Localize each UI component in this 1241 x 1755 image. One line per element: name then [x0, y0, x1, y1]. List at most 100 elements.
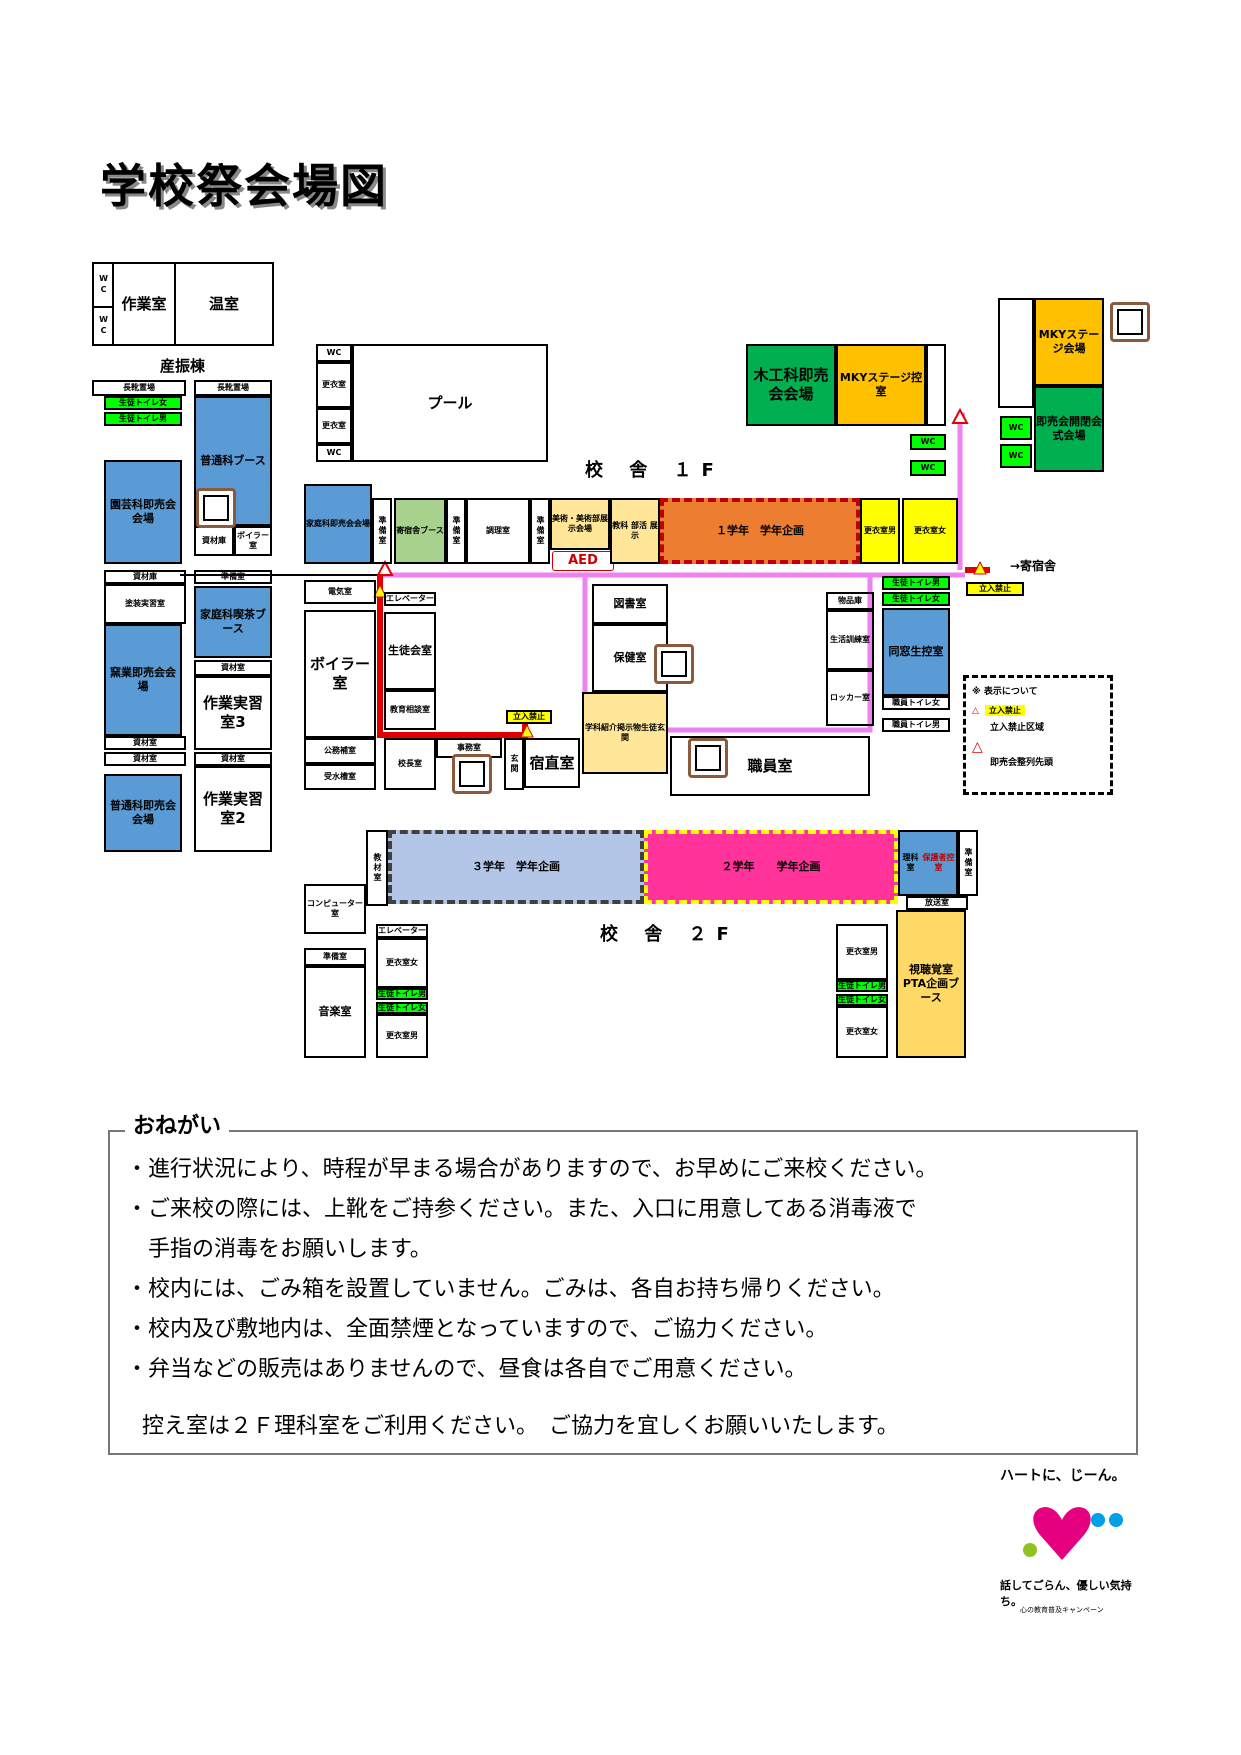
- room-mky-stage: MKYステージ会場: [1034, 298, 1104, 386]
- room-junbi-4: 準備室: [530, 498, 550, 564]
- room-seikatsu-kunren: 生活訓練室: [826, 610, 874, 670]
- kishukusha-arrow: →寄宿舎: [1010, 559, 1057, 573]
- room-mky-hikae: MKYステージ控室: [836, 344, 926, 426]
- room-rikashitsu: 理科室 保護者控室: [898, 830, 958, 896]
- room-rikashitsu-label: 理科室: [902, 853, 919, 872]
- notice-box: ・進行状況により、時程が早まる場合がありますので、お早めにご来校ください。 ・ご…: [108, 1130, 1138, 1455]
- room-toilet-1: 生徒トイレ女: [104, 396, 182, 410]
- room-grade3: ３学年 学年企画: [388, 830, 644, 904]
- room-onshitsu: 温室: [174, 262, 274, 346]
- room-shokuinshitsu: 職員室: [670, 736, 870, 796]
- room-kouishitsu-m3: 更衣室男: [836, 924, 888, 980]
- room-chorishitsu: 調理室: [466, 498, 530, 564]
- room-tosou: 塗装実習室: [104, 584, 186, 624]
- room-kobai: 公務補室: [304, 738, 376, 764]
- notice-item: ・ご来校の際には、上靴をご持参ください。また、入口に用意してある消毒液で: [126, 1197, 917, 1222]
- logo-bottom-text: 話してごらん、優しい気持ち。: [1000, 1579, 1132, 1608]
- camera-icon: [196, 488, 236, 528]
- corridor-lines: [180, 407, 990, 738]
- room-small-corridor: [926, 344, 946, 426]
- page-title: 学校祭会場図: [100, 159, 388, 213]
- room-boiler: ボイラー室: [304, 610, 376, 738]
- map-legend: ※ 表示について △ 立入禁止 立入禁止区域 △ 即売会整列先頭: [963, 675, 1113, 795]
- room-toshoshitsu: 図書室: [592, 584, 668, 624]
- legend-item-2: 即売会整列先頭: [990, 758, 1054, 768]
- room-shukuchoku: 宿直室: [524, 738, 580, 788]
- room-dosoukai: 同窓生控室: [882, 608, 950, 696]
- room-shokuin-toilet-2: 職員トイレ男: [882, 718, 950, 732]
- room-futsuka-sokubai: 普通科即売会会場: [104, 774, 182, 852]
- room-grade2: ２学年 学年企画: [644, 830, 898, 904]
- room-shizaiko: 資材庫: [194, 526, 234, 556]
- floor2-label: 校 舎 ２F: [600, 924, 739, 945]
- room-kyoiku-sodan: 教育相談室: [384, 690, 436, 730]
- room-kouishitsu-2: 更衣室: [316, 408, 352, 444]
- room-bijutsu: 美術・美術部展示会場: [550, 498, 610, 550]
- room-sagyoshitsu: 作業室: [112, 262, 176, 346]
- legend-triangle-outline-icon: △: [972, 739, 983, 755]
- room-elevator: エレベーター: [384, 592, 436, 606]
- floor1-label: 校 舎 １F: [585, 460, 724, 481]
- room-kouishitsu-f2: 更衣室女: [376, 938, 428, 988]
- room-wc-a: WC: [92, 262, 114, 308]
- room-wc-r4: WC: [910, 460, 946, 476]
- room-shizai-5: 資材室: [194, 752, 272, 766]
- room-junbi-2: 準備室: [372, 498, 392, 564]
- room-toilet-3: 生徒トイレ男: [882, 576, 950, 590]
- room-sagyo-3: 作業実習室3: [194, 676, 272, 750]
- room-katei-kissa: 家庭科喫茶ブース: [194, 586, 272, 658]
- room-kouishitsu-m2: 更衣室男: [376, 1014, 428, 1058]
- logo-top-text: ハートに、じーん。: [1000, 1468, 1126, 1484]
- notice-closing: 控え室は２Ｆ理科室をご利用ください。 ご協力を宜しくお願いいたします。: [142, 1414, 899, 1439]
- room-kocho: 校長室: [384, 738, 436, 790]
- room-wc-b: WC: [92, 306, 114, 346]
- room-wc-r3: WC: [910, 434, 946, 450]
- room-sokubai-kaikai: 即売会開閉会式会場: [1034, 386, 1104, 472]
- room-ongaku: 音楽室: [304, 966, 366, 1058]
- room-toilet-6: 生徒トイレ女: [376, 1002, 428, 1014]
- zone-tachiiri-2: 立入禁止: [966, 582, 1024, 596]
- room-toilet-8: 生徒トイレ女: [836, 994, 888, 1006]
- camera-icon: [1110, 302, 1150, 342]
- room-computer: コンピューター室: [304, 884, 366, 934]
- zone-tachiiri-1: 立入禁止: [506, 710, 552, 724]
- room-wc-pool-1: WC: [316, 344, 352, 362]
- legend-item-1: 立入禁止区域: [990, 723, 1045, 733]
- legend-heading: ※ 表示について: [972, 687, 1038, 697]
- room-junbi-1: 準備室: [194, 570, 272, 584]
- room-seito-kaishitsu: 生徒会室: [384, 612, 436, 690]
- room-shichokaku: 視聴覚室PTA企画ブース: [896, 910, 966, 1058]
- heart-logo-icon: [1023, 1507, 1123, 1560]
- room-engei: 園芸科即売会会場: [104, 460, 182, 564]
- room-kyozai: 教材室: [366, 830, 388, 906]
- room-genkan: 玄関: [504, 738, 524, 790]
- sanshin-label: 産振棟: [160, 357, 206, 375]
- notice-list: ・進行状況により、時程が早まる場合がありますので、お早めにご来校ください。 ・ご…: [110, 1132, 1136, 1390]
- room-shizaiko-1: 資材庫: [104, 570, 186, 584]
- camera-icon: [654, 644, 694, 684]
- room-kouishitsu-f3: 更衣室女: [836, 1006, 888, 1058]
- room-shokuin-toilet-1: 職員トイレ女: [882, 696, 950, 710]
- room-buppin: 物品庫: [826, 592, 874, 610]
- room-shizai-4: 資材室: [194, 660, 272, 676]
- room-grade1: １学年 学年企画: [660, 498, 860, 564]
- room-hoso: 放送室: [906, 896, 968, 910]
- notice-item: ・弁当などの販売はありませんので、昼食は各自でご用意ください。: [126, 1357, 807, 1382]
- room-boiler-small: ボイラー室: [234, 526, 272, 556]
- room-toilet-4: 生徒トイレ女: [882, 592, 950, 606]
- room-wc-r1: WC: [1000, 416, 1032, 440]
- room-kouishitsu-m: 更衣室男: [860, 498, 900, 564]
- room-katei-sokubai: 家庭科即売会会場: [304, 484, 372, 564]
- room-sagyo-2: 作業実習室2: [194, 766, 272, 852]
- venue-map: 産振棟 校 舎 １F 校 舎 ２F →寄宿舎 AED WC WC 作業室 温室 …: [92, 262, 1150, 1058]
- room-kyoka-bu: 教科 部活 展示: [610, 498, 660, 564]
- notice-title: おねがい: [125, 1108, 230, 1140]
- room-shizai-3: 資材室: [104, 752, 186, 766]
- room-kouishitsu-1: 更衣室: [316, 362, 352, 408]
- room-junbi-3: 準備室: [446, 498, 466, 564]
- room-jusui: 受水槽室: [304, 764, 376, 790]
- aed-marker: AED: [552, 551, 614, 571]
- campaign-logo: ハートに、じーん。 話してごらん、優しい気持ち。 心の教育普及キャンペーン: [1000, 1465, 1140, 1625]
- room-toilet-7: 生徒トイレ男: [836, 980, 888, 992]
- room-junbi-6: 準備室: [304, 948, 366, 966]
